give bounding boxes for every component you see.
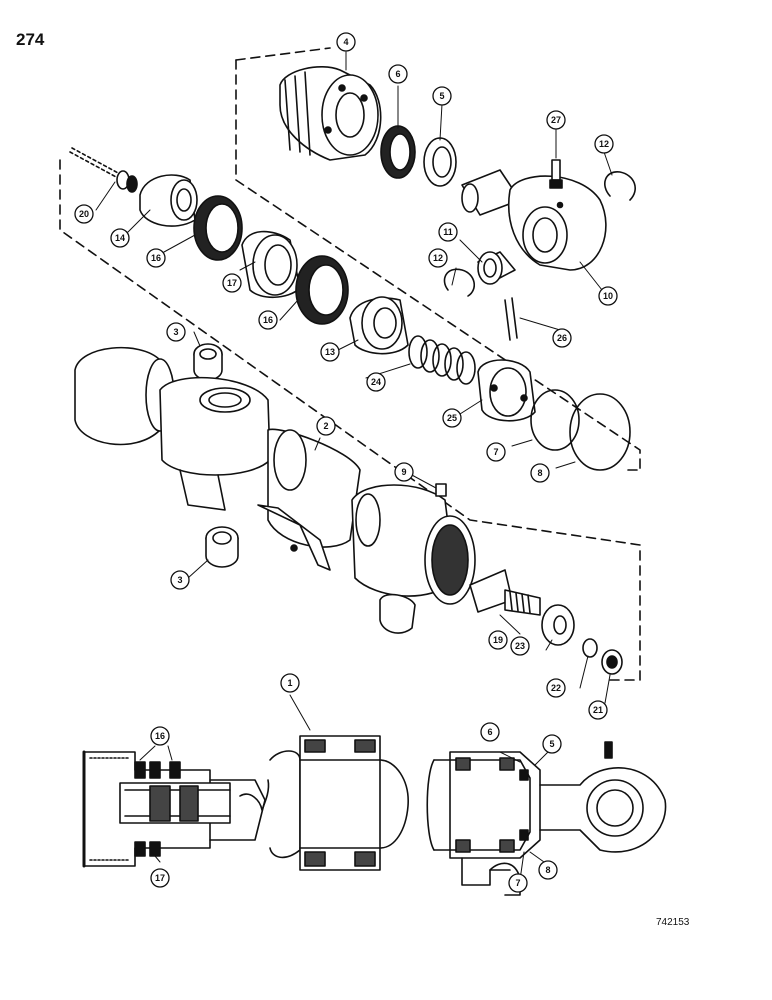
assembled-section-view [82, 750, 270, 868]
callout-number: 6 [487, 727, 492, 737]
bottom-leader-lines [139, 694, 549, 881]
o-ring-part [530, 389, 580, 451]
callout-number: 1 [287, 678, 292, 688]
washer-part [541, 604, 575, 646]
bushing-part [205, 526, 239, 568]
spacer-part [477, 359, 536, 422]
callout-number: 23 [515, 641, 525, 651]
callout-number: 13 [325, 347, 335, 357]
callout-number: 10 [603, 291, 613, 301]
callout-number: 26 [557, 333, 567, 343]
callout-number: 16 [151, 253, 161, 263]
callout-number: 11 [443, 227, 453, 237]
snap-ring-part [443, 268, 475, 297]
piston-nut-part [139, 174, 198, 227]
screw-part [435, 483, 447, 497]
callout-number: 12 [433, 253, 443, 263]
callout-number: 8 [537, 468, 542, 478]
callout-number: 7 [493, 447, 498, 457]
callout-number: 12 [599, 139, 609, 149]
callout-number: 17 [227, 278, 237, 288]
piston-head-part [279, 66, 382, 161]
rod-end-section-view [426, 741, 667, 896]
figure-number: 742153 [656, 917, 690, 928]
bushing-part [193, 343, 223, 381]
callout-number: 22 [551, 683, 561, 693]
callout-number: 3 [173, 327, 178, 337]
page-number: 274 [16, 30, 45, 49]
callout-number: 25 [447, 413, 457, 423]
callout-number: 27 [551, 115, 561, 125]
grease-fitting-part [549, 159, 563, 189]
o-ring-part [582, 638, 598, 658]
callout-number: 7 [515, 878, 520, 888]
assembly-dashed-line-top [235, 47, 331, 61]
piston-seal-part [193, 195, 243, 261]
callout-number: 14 [115, 233, 125, 243]
callout-number: 9 [401, 467, 406, 477]
callout-number: 4 [343, 37, 348, 47]
callout-number: 8 [545, 865, 550, 875]
callout-number: 24 [371, 377, 381, 387]
piston-part [349, 296, 409, 355]
callout-number: 5 [439, 91, 444, 101]
hydraulic-fitting-part [469, 569, 541, 616]
tube-section-view [269, 735, 409, 871]
callout-number: 16 [263, 315, 273, 325]
piston-seal-part [295, 255, 349, 325]
snap-ring-part [604, 171, 636, 201]
callout-number: 17 [155, 873, 165, 883]
leader-lines [95, 51, 613, 704]
backup-ring-part [569, 393, 631, 471]
callout-number: 20 [79, 209, 89, 219]
assembly-dashed-outline [235, 59, 641, 471]
callout-number: 16 [155, 731, 165, 741]
rod-end-part [461, 169, 607, 271]
bushing-part [477, 251, 516, 285]
spring-part [408, 335, 476, 385]
wear-ring-part [241, 230, 301, 299]
callout-number: 3 [177, 575, 182, 585]
roll-pin-part [504, 297, 518, 341]
callout-number: 5 [549, 739, 554, 749]
cylinder-tube-part [74, 346, 476, 634]
callout-number: 6 [395, 69, 400, 79]
callout-number: 2 [323, 421, 328, 431]
callout-number: 19 [493, 635, 503, 645]
callout-number: 21 [593, 705, 603, 715]
plug-part [601, 649, 623, 675]
piston-bolt-part [69, 147, 138, 193]
